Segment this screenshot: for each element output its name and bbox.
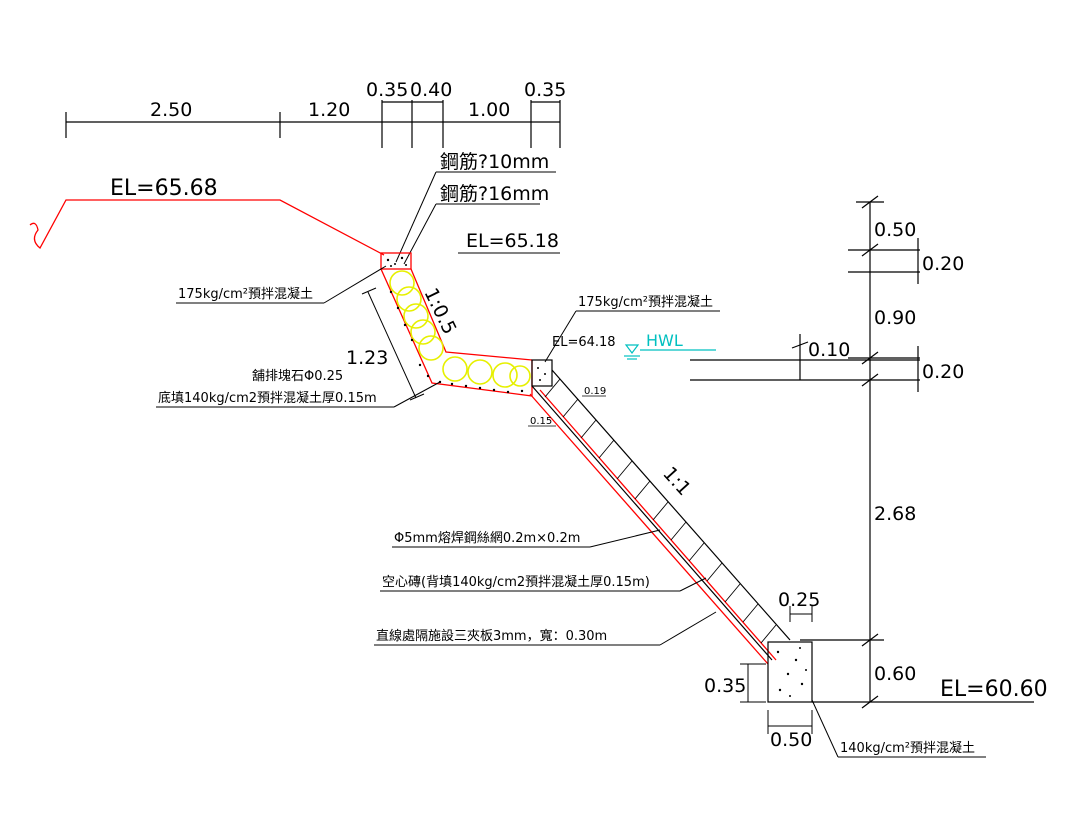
thickness-0-15: 0.15 (530, 416, 552, 427)
right-dim-2-68: 2.68 (874, 503, 916, 525)
hwl-elevation: EL=64.18 (552, 335, 616, 350)
joint-board-label: 直線處隔施設三夾板3mm，寬：0.30m (376, 628, 607, 644)
rebar-10-label: 鋼筋?10mm (440, 151, 549, 173)
hollow-brick-label: 空心磚(背填140kg/cm2預拌混凝土厚0.15m) (382, 574, 650, 590)
rock-label: 舖排塊石Φ0.25 (252, 368, 343, 384)
mesh-label: Φ5mm熔焊鋼絲網0.2m×0.2m (394, 530, 580, 546)
elevation-ground: EL=65.68 (110, 176, 218, 201)
concrete-175-left-label: 175kg/cm²預拌混凝土 (178, 286, 313, 302)
footing-height: 0.35 (704, 675, 746, 697)
base-fill-leader-2 (393, 381, 441, 408)
lower-slope-ratio: 1:1 (658, 463, 695, 500)
footing-dims (740, 606, 813, 734)
footing-width-top: 0.25 (778, 589, 820, 611)
ground-line (29, 199, 385, 256)
mesh-leader-2 (589, 529, 661, 548)
right-dim-0-10: 0.10 (808, 339, 850, 361)
dim-0-35-a: 0.35 (366, 79, 408, 101)
hollow-brick-hatch (544, 378, 777, 644)
right-dim-0-60: 0.60 (874, 663, 916, 685)
lower-slope-outline (531, 369, 791, 661)
right-dim-0-20-a: 0.20 (922, 253, 964, 275)
lower-cap-dots (537, 367, 546, 381)
base-fill-dots (389, 290, 524, 394)
top-dimension-chain (65, 100, 561, 148)
right-dim-0-20-b: 0.20 (922, 361, 964, 383)
right-dim-0-90: 0.90 (874, 307, 916, 329)
rebar-16-label: 鋼筋?16mm (440, 183, 549, 205)
upper-cap-block (380, 252, 412, 270)
hollow-brick-leader-2 (679, 577, 707, 592)
concrete-175-left-leader-2 (323, 265, 387, 304)
upper-slope-ratio: 1:0.5 (420, 285, 461, 338)
concrete-175-right-leader-2 (544, 310, 577, 363)
elevation-crest: EL=65.18 (466, 230, 559, 252)
toe-footing-dots (776, 647, 807, 697)
lower-cap-block (531, 359, 553, 387)
dim-1-20: 1.20 (308, 99, 350, 121)
cap-hatch (386, 256, 407, 267)
thickness-0-19: 0.19 (584, 386, 606, 397)
dim-0-40: 0.40 (410, 79, 452, 101)
dim-0-35-b: 0.35 (524, 79, 566, 101)
upper-slope-length: 1.23 (346, 347, 388, 369)
rebar-leaders (395, 171, 556, 265)
elevation-toe: EL=60.60 (940, 677, 1048, 702)
footing-width: 0.50 (770, 729, 812, 751)
concrete-140-leader-2 (811, 699, 839, 758)
right-dimension-chain (690, 195, 920, 709)
concrete-175-right-label: 175kg/cm²預拌混凝土 (578, 294, 713, 310)
hwl-symbol (624, 344, 716, 360)
lower-slope-red (529, 389, 777, 665)
dim-2-50: 2.50 (150, 99, 192, 121)
rock-circles (389, 270, 531, 388)
base-fill-label: 底填140kg/cm2預拌混凝土厚0.15m (158, 390, 377, 406)
right-dim-0-50: 0.50 (874, 219, 916, 241)
upper-length-dim (361, 287, 425, 401)
toe-footing (767, 641, 813, 703)
dim-1-00: 1.00 (468, 99, 510, 121)
concrete-140-label: 140kg/cm²預拌混凝土 (840, 740, 975, 756)
hwl-label: HWL (646, 331, 683, 350)
joint-board-leader-2 (659, 611, 717, 646)
